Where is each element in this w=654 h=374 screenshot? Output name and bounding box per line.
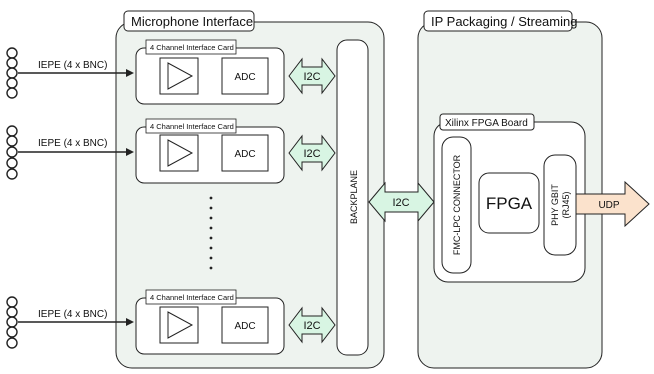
input-label: IEPE (4 x BNC) — [38, 60, 107, 71]
bnc-connectors-icon — [6, 47, 18, 99]
adc-label: ADC — [234, 72, 255, 83]
i2c-arrow-icon: I2C — [288, 57, 336, 95]
input-label: IEPE (4 x BNC) — [38, 138, 107, 149]
adc-label: ADC — [234, 149, 255, 160]
i2c-label: I2C — [303, 71, 320, 83]
backplane: BACKPLANE — [336, 39, 369, 356]
amplifier-icon — [167, 62, 194, 90]
interface-card: 4 Channel Interface Card ADC — [135, 39, 285, 105]
backplane-label: BACKPLANE — [349, 170, 359, 224]
interface-card: 4 Channel Interface Card ADC — [135, 118, 285, 184]
i2c-arrow-icon: I2C — [288, 306, 336, 344]
bus-i2c-label: I2C — [392, 197, 409, 209]
i2c-arrow-icon: I2C — [288, 134, 336, 172]
bnc-connectors-icon — [6, 296, 18, 349]
phy-label: PHY GBIT — [550, 184, 560, 226]
fpga-board: Xilinx FPGA Board FMC-LPC CONNECTOR FPGA… — [433, 113, 586, 283]
bnc-connectors-icon — [6, 125, 18, 180]
microphone-interface-title: Microphone Interface — [131, 14, 253, 29]
udp-label: UDP — [598, 200, 619, 211]
interface-card-title: 4 Channel Interface Card — [150, 122, 234, 131]
input-group: IEPE (4 x BNC) — [6, 47, 134, 99]
microphone-interface-panel: Microphone Interface — [115, 10, 385, 369]
connector-label: FMC-LPC CONNECTOR — [452, 154, 462, 255]
i2c-label: I2C — [303, 148, 320, 160]
adc-label: ADC — [234, 321, 255, 332]
bus-i2c-arrow-icon: I2C — [368, 181, 435, 223]
input-label: IEPE (4 x BNC) — [38, 309, 107, 320]
fpga-label: FPGA — [486, 194, 533, 213]
input-group: IEPE (4 x BNC) — [6, 296, 134, 349]
i2c-label: I2C — [303, 320, 320, 332]
interface-card-title: 4 Channel Interface Card — [150, 43, 234, 52]
fpga-board-title: Xilinx FPGA Board — [445, 118, 528, 129]
phy-sublabel: (RJ45) — [561, 191, 571, 218]
more-cards-ellipsis — [209, 196, 213, 270]
interface-card: 4 Channel Interface Card ADC — [135, 289, 285, 355]
interface-card-title: 4 Channel Interface Card — [150, 293, 234, 302]
amplifier-icon — [167, 311, 194, 339]
amplifier-icon — [167, 139, 194, 167]
input-group: IEPE (4 x BNC) — [6, 125, 134, 180]
udp-arrow-icon: UDP — [575, 180, 650, 228]
ip-packaging-title: IP Packaging / Streaming — [431, 14, 577, 29]
